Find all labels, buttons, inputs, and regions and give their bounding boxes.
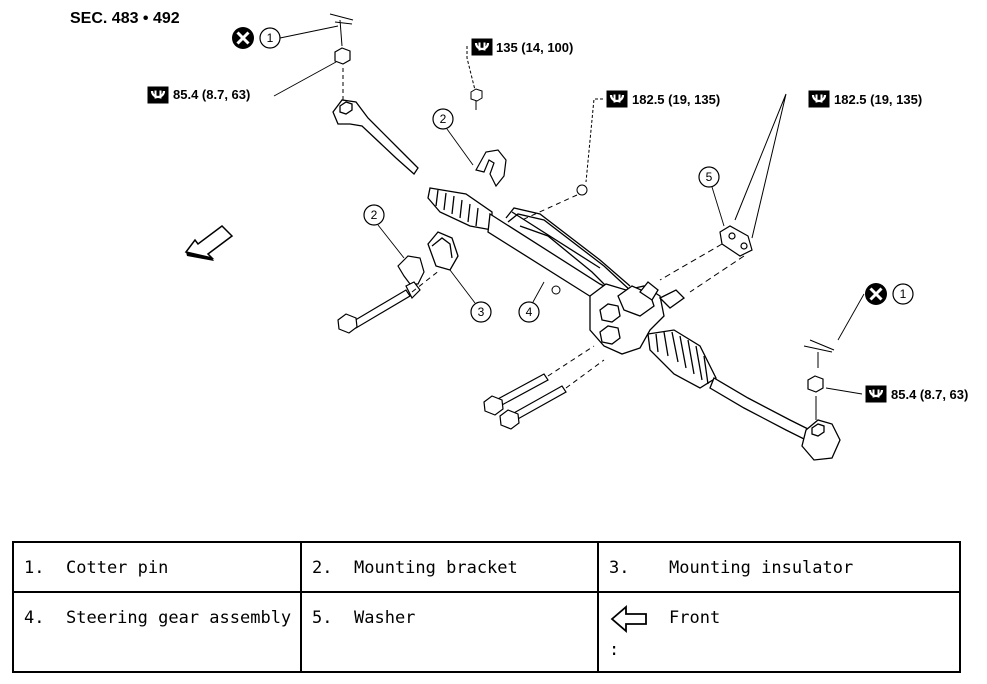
tie-rod-nut-left bbox=[334, 47, 351, 65]
front-arrow-icon bbox=[184, 225, 234, 260]
svg-text:4: 4 bbox=[526, 305, 533, 319]
svg-text:1: 1 bbox=[267, 31, 274, 45]
torque-wrench-icon bbox=[606, 90, 628, 108]
torque-label-tie-rod-right: 85.4 (8.7, 63) bbox=[891, 387, 968, 402]
mounting-bracket-top bbox=[475, 149, 507, 188]
legend-label: Mounting bracket bbox=[354, 558, 518, 578]
legend-row: 4. Steering gear assembly 5. Washer : Fron… bbox=[12, 591, 961, 673]
torque-wrench-icon bbox=[471, 38, 493, 56]
legend-cell: 3. Mounting insulator bbox=[597, 541, 961, 593]
legend-cell: 1. Cotter pin bbox=[12, 541, 302, 593]
legend-cell: 5. Washer bbox=[300, 591, 599, 673]
legend-number: 3. bbox=[609, 558, 630, 578]
front-colon: : bbox=[609, 640, 620, 660]
callout-insulator: 3 bbox=[470, 301, 492, 323]
svg-text:3: 3 bbox=[478, 305, 485, 319]
callout-cotter-pin-right: 1 bbox=[892, 283, 914, 305]
front-legend-symbol: : bbox=[599, 605, 669, 660]
torque-wrench-icon bbox=[147, 86, 169, 104]
svg-text:1: 1 bbox=[900, 287, 907, 301]
legend-label: Mounting insulator bbox=[669, 558, 854, 578]
torque-label-bracket-bolt: 135 (14, 100) bbox=[496, 40, 573, 55]
x-circle-icon bbox=[864, 282, 888, 306]
legend-number: 2. bbox=[312, 558, 333, 578]
callout-bracket-top: 2 bbox=[432, 108, 454, 130]
torque-label-tie-rod-left: 85.4 (8.7, 63) bbox=[173, 87, 250, 102]
torque-label-mount-nut-center: 182.5 (19, 135) bbox=[632, 92, 720, 107]
legend-label: Front bbox=[669, 608, 721, 628]
tie-rod-nut-right bbox=[807, 375, 824, 393]
x-circle-icon bbox=[231, 26, 255, 50]
legend-label: Cotter pin bbox=[66, 558, 169, 578]
legend-label: Steering gear assembly bbox=[66, 608, 292, 628]
mounting-bracket-left bbox=[397, 255, 425, 300]
steering-gear-assembly bbox=[332, 99, 841, 461]
mounting-bolts-lower bbox=[483, 373, 567, 430]
legend-cell: 2. Mounting bracket bbox=[300, 541, 599, 593]
legend-cell: : Front bbox=[597, 591, 961, 673]
legend-cell: 4. Steering gear assembly bbox=[12, 591, 302, 673]
svg-text:2: 2 bbox=[371, 208, 378, 222]
steering-gear-diagram: SEC. 483 • 492 1 85.4 (8.7, 63) 135 (14,… bbox=[70, 10, 968, 461]
torque-wrench-icon bbox=[808, 90, 830, 108]
svg-text:2: 2 bbox=[440, 112, 447, 126]
legend-label: Washer bbox=[354, 608, 416, 628]
mounting-insulator bbox=[427, 231, 459, 271]
mounting-bolt-left bbox=[337, 289, 411, 334]
callout-cotter-pin-left: 1 bbox=[259, 27, 281, 49]
callout-washer: 5 bbox=[698, 166, 720, 188]
legend-number: 1. bbox=[24, 558, 45, 578]
callout-gear-assembly: 4 bbox=[518, 301, 540, 323]
torque-label-mount-nut-right: 182.5 (19, 135) bbox=[834, 92, 922, 107]
front-arrow-icon bbox=[610, 605, 647, 633]
section-label: SEC. 483 • 492 bbox=[70, 10, 180, 27]
washer bbox=[719, 225, 753, 257]
legend-row: 1. Cotter pin 2. Mounting bracket 3. Mounti… bbox=[12, 541, 961, 593]
parts-legend: 1. Cotter pin 2. Mounting bracket 3. Mounti… bbox=[12, 541, 961, 673]
svg-text:5: 5 bbox=[706, 170, 713, 184]
torque-wrench-icon bbox=[865, 385, 887, 403]
callout-bracket-left: 2 bbox=[363, 204, 385, 226]
legend-number: 5. bbox=[312, 608, 333, 628]
legend-number: 4. bbox=[24, 608, 45, 628]
